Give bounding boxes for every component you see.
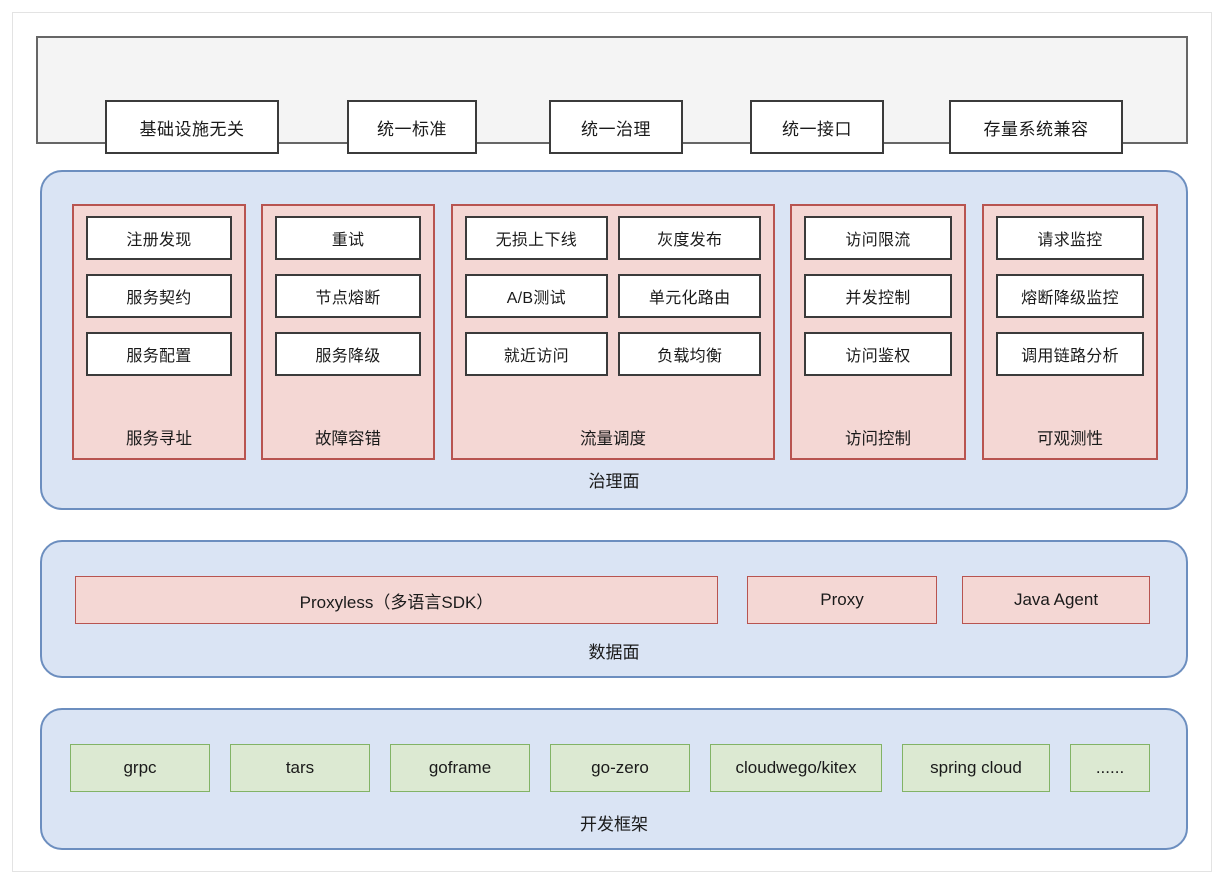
design-principle-box: 统一治理 [549, 100, 683, 154]
governance-capability-box[interactable]: 无损上下线 [465, 216, 608, 260]
framework-item[interactable]: grpc [70, 744, 210, 792]
governance-plane: 治理面 注册发现服务契约服务配置服务寻址重试节点熔断服务降级故障容错无损上下线灰… [40, 170, 1188, 510]
governance-capability-box[interactable]: 调用链路分析 [996, 332, 1144, 376]
governance-group: 注册发现服务契约服务配置服务寻址 [72, 204, 246, 460]
governance-capability-box[interactable]: 注册发现 [86, 216, 232, 260]
framework-plane: 开发框架 grpc tars goframe go-zero cloudwego/kit… [40, 708, 1188, 850]
framework-plane-label: 开发框架 [580, 815, 648, 834]
framework-item[interactable]: tars [230, 744, 370, 792]
governance-capability-box[interactable]: 服务配置 [86, 332, 232, 376]
data-plane-item[interactable]: Proxy [747, 576, 937, 624]
governance-group-title: 服务寻址 [126, 430, 192, 448]
governance-capability-box[interactable]: A/B测试 [465, 274, 608, 318]
governance-group-title: 流量调度 [580, 430, 646, 448]
design-principle-box: 统一接口 [750, 100, 884, 154]
governance-capability-box[interactable]: 请求监控 [996, 216, 1144, 260]
governance-capability-box[interactable]: 服务契约 [86, 274, 232, 318]
governance-group-title: 故障容错 [315, 430, 381, 448]
governance-group-items: 注册发现服务契约服务配置 [86, 216, 232, 418]
data-plane-item[interactable]: Proxyless（多语言SDK） [75, 576, 718, 624]
governance-capability-box[interactable]: 节点熔断 [275, 274, 421, 318]
design-principle-box: 存量系统兼容 [949, 100, 1123, 154]
design-principle-box: 基础设施无关 [105, 100, 279, 154]
framework-item[interactable]: cloudwego/kitex [710, 744, 882, 792]
governance-capability-box[interactable]: 并发控制 [804, 274, 952, 318]
governance-group-title: 可观测性 [1037, 430, 1103, 448]
design-principle-box: 统一标准 [347, 100, 477, 154]
data-plane: 数据面 Proxyless（多语言SDK） Proxy Java Agent [40, 540, 1188, 678]
governance-group-items: 重试节点熔断服务降级 [275, 216, 421, 418]
governance-group-title: 访问控制 [845, 430, 911, 448]
governance-capability-box[interactable]: 单元化路由 [618, 274, 761, 318]
framework-item[interactable]: spring cloud [902, 744, 1050, 792]
governance-group: 重试节点熔断服务降级故障容错 [261, 204, 435, 460]
governance-capability-box[interactable]: 访问限流 [804, 216, 952, 260]
governance-group-items: 请求监控熔断降级监控调用链路分析 [996, 216, 1144, 418]
governance-capability-box[interactable]: 访问鉴权 [804, 332, 952, 376]
governance-capability-box[interactable]: 熔断降级监控 [996, 274, 1144, 318]
governance-plane-label: 治理面 [588, 472, 640, 491]
governance-group: 访问限流并发控制访问鉴权访问控制 [790, 204, 966, 460]
governance-capability-box[interactable]: 负载均衡 [618, 332, 761, 376]
data-plane-item[interactable]: Java Agent [962, 576, 1150, 624]
governance-group-items: 访问限流并发控制访问鉴权 [804, 216, 952, 418]
framework-item[interactable]: goframe [390, 744, 530, 792]
governance-capability-box[interactable]: 重试 [275, 216, 421, 260]
framework-item[interactable]: ...... [1070, 744, 1150, 792]
design-principles-panel: 基础设施无关 统一标准 统一治理 统一接口 存量系统兼容 [36, 36, 1188, 154]
governance-capability-box[interactable]: 服务降级 [275, 332, 421, 376]
data-plane-label: 数据面 [588, 643, 640, 662]
governance-group: 请求监控熔断降级监控调用链路分析可观测性 [982, 204, 1158, 460]
framework-item[interactable]: go-zero [550, 744, 690, 792]
governance-capability-box[interactable]: 灰度发布 [618, 216, 761, 260]
governance-capability-box[interactable]: 就近访问 [465, 332, 608, 376]
